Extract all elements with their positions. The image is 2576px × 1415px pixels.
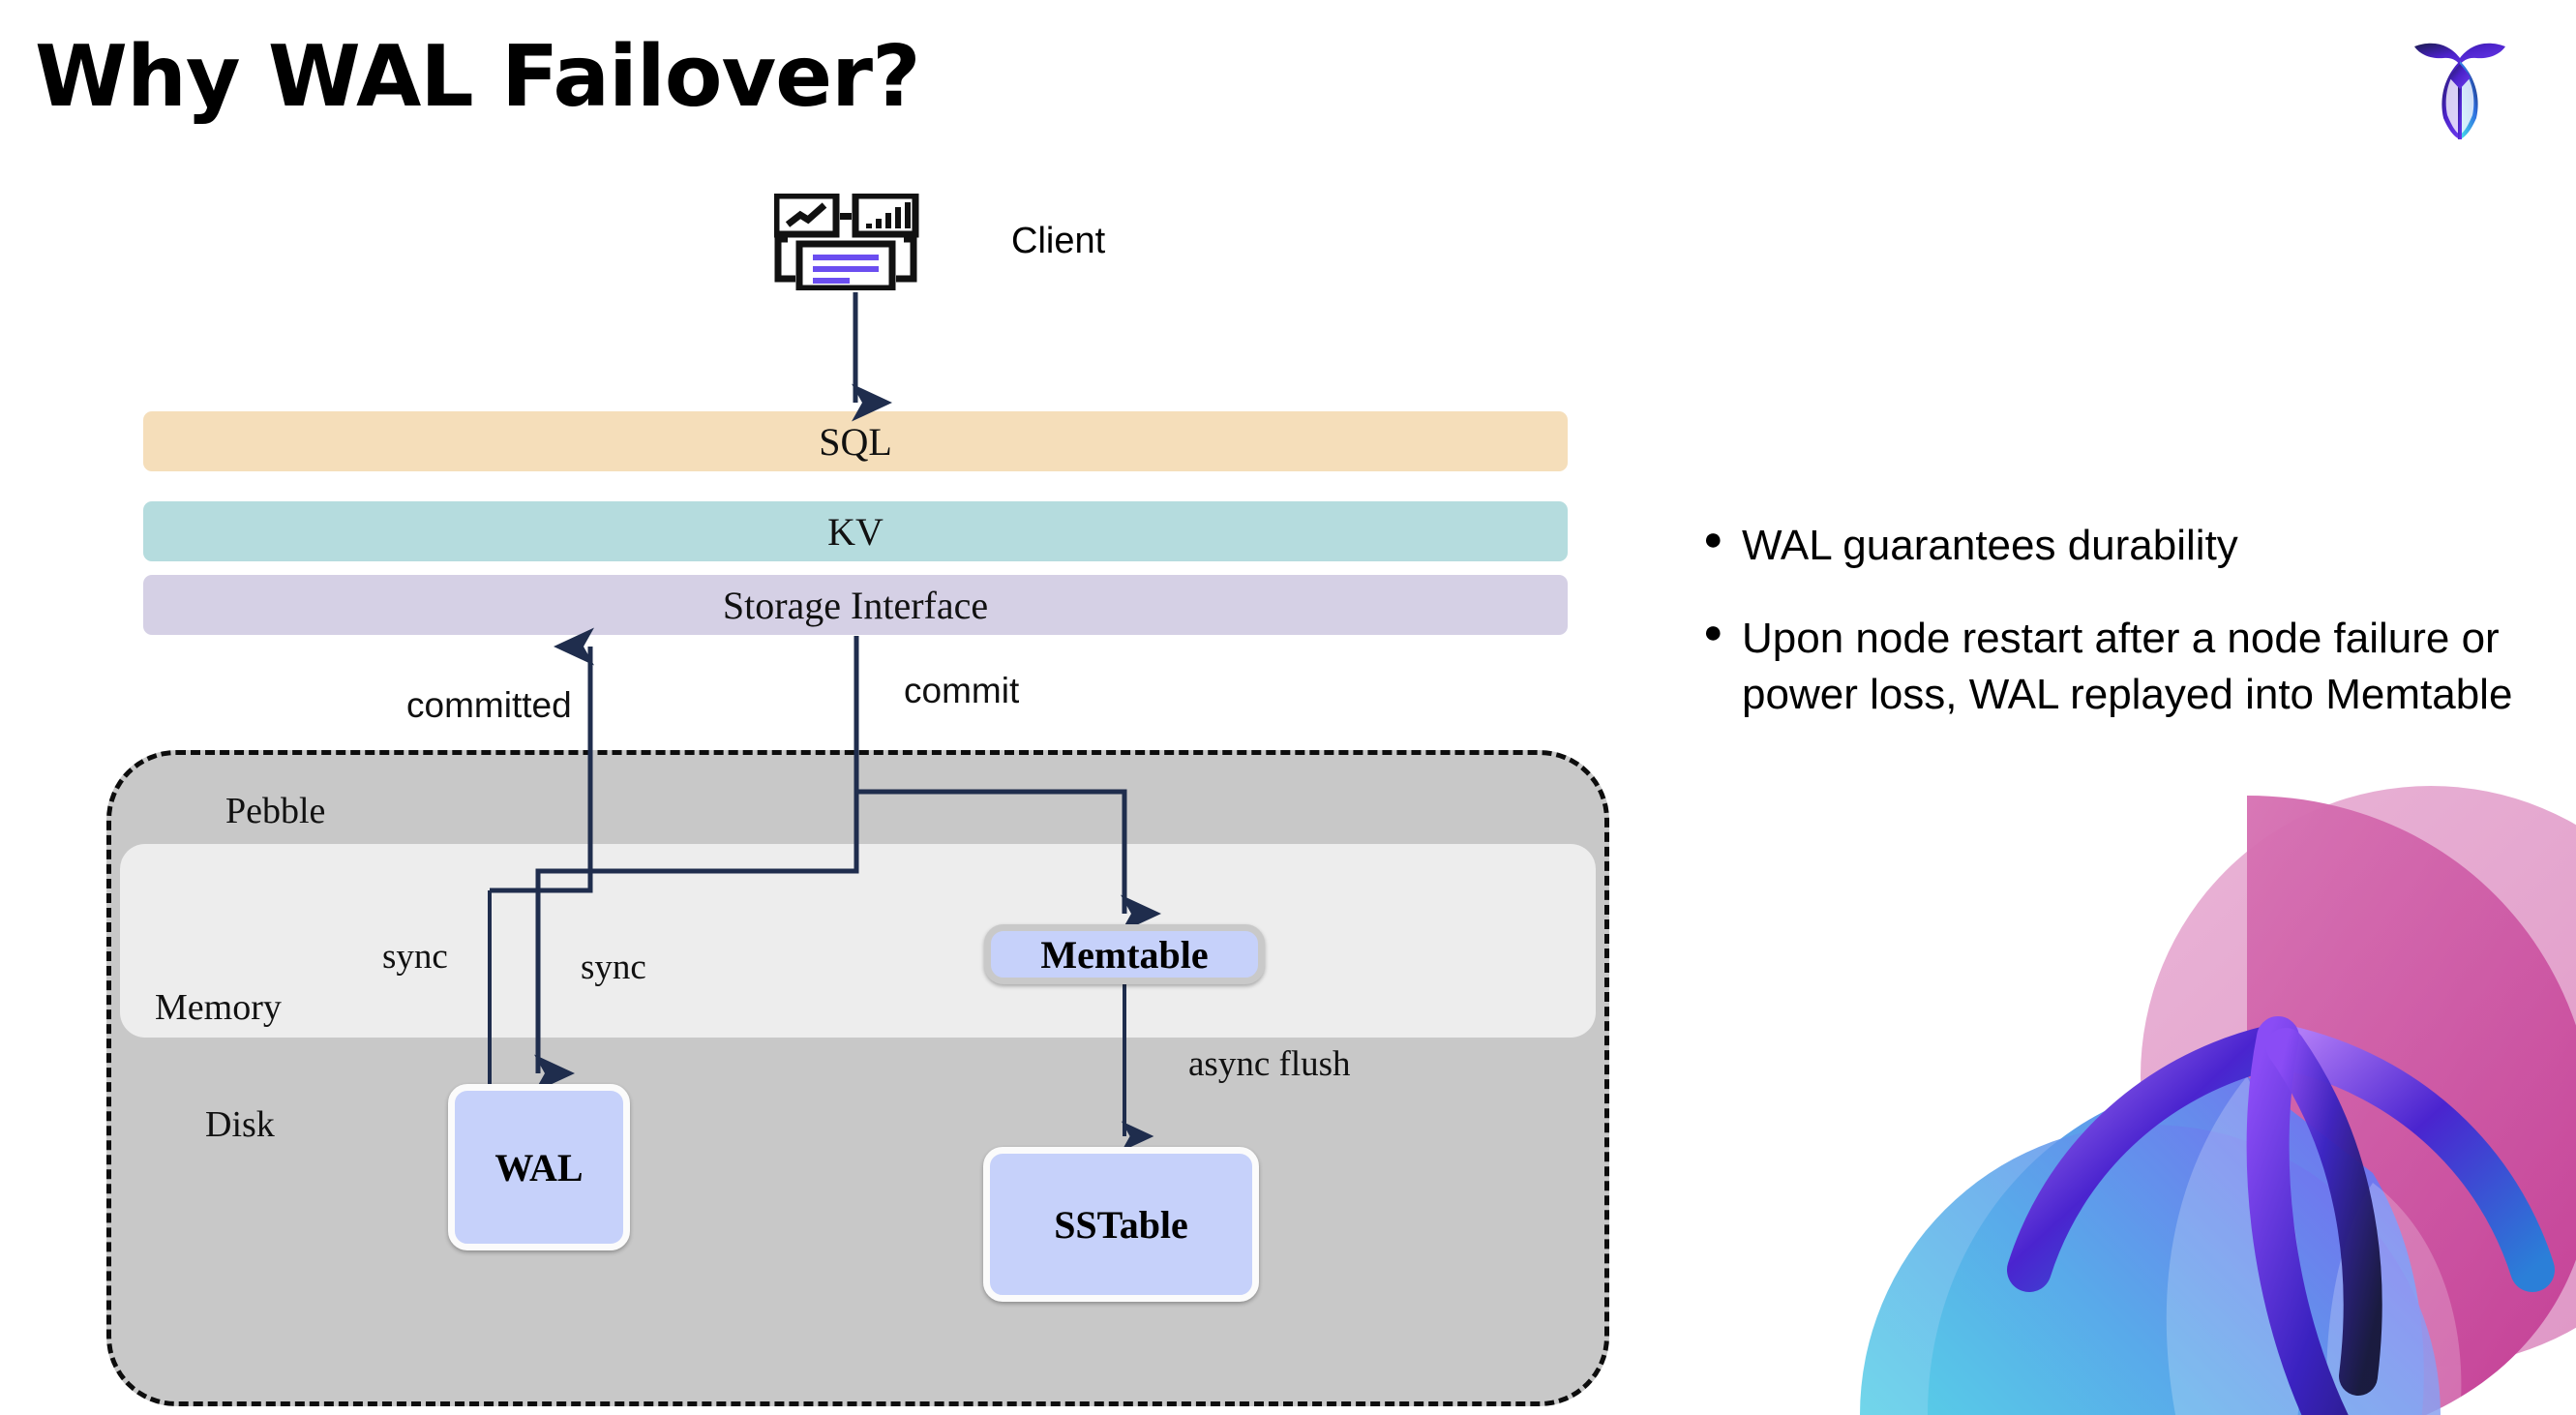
list-item: ● Upon node restart after a node failure… <box>1703 611 2516 723</box>
bullet-marker-icon: ● <box>1703 614 1723 651</box>
bullet-text: WAL guarantees durability <box>1742 522 2238 569</box>
disk-region-label: Disk <box>205 1104 275 1145</box>
pebble-container-label: Pebble <box>225 791 326 831</box>
cockroachdb-logo-icon <box>2407 29 2513 140</box>
memory-region-label: Memory <box>155 987 282 1028</box>
node-wal-label: WAL <box>494 1145 584 1189</box>
edge-label-sync-write: sync <box>581 948 646 987</box>
cockroachdb-decorative-logo-icon <box>1831 757 2576 1415</box>
edge-label-committed: committed <box>406 685 572 725</box>
stack-layer-sql: SQL <box>143 411 1568 471</box>
bullet-text: Upon node restart after a node failure o… <box>1742 615 2513 719</box>
node-wal: WAL <box>448 1084 630 1250</box>
client-dashboard-icon <box>772 192 929 292</box>
bullet-list: ● WAL guarantees durability ● Upon node … <box>1703 518 2516 760</box>
stack-layer-kv-label: KV <box>827 509 884 554</box>
list-item: ● WAL guarantees durability <box>1703 518 2516 574</box>
stack-layer-kv: KV <box>143 501 1568 561</box>
bullet-marker-icon: ● <box>1703 521 1723 557</box>
client-label: Client <box>1011 221 1106 261</box>
edge-label-commit: commit <box>904 671 1020 710</box>
node-sstable-label: SSTable <box>1054 1202 1188 1247</box>
edge-label-sync-ack: sync <box>382 937 448 977</box>
stack-layer-storage-interface-label: Storage Interface <box>722 583 989 627</box>
page-title: Why WAL Failover? <box>35 27 921 126</box>
stack-layer-storage-interface: Storage Interface <box>143 575 1568 635</box>
node-memtable: Memtable <box>984 924 1265 984</box>
node-sstable: SSTable <box>983 1147 1259 1302</box>
memory-region <box>120 844 1596 1038</box>
edge-label-async-flush: async flush <box>1188 1044 1351 1084</box>
stack-layer-sql-label: SQL <box>819 419 892 464</box>
node-memtable-label: Memtable <box>1040 932 1209 977</box>
